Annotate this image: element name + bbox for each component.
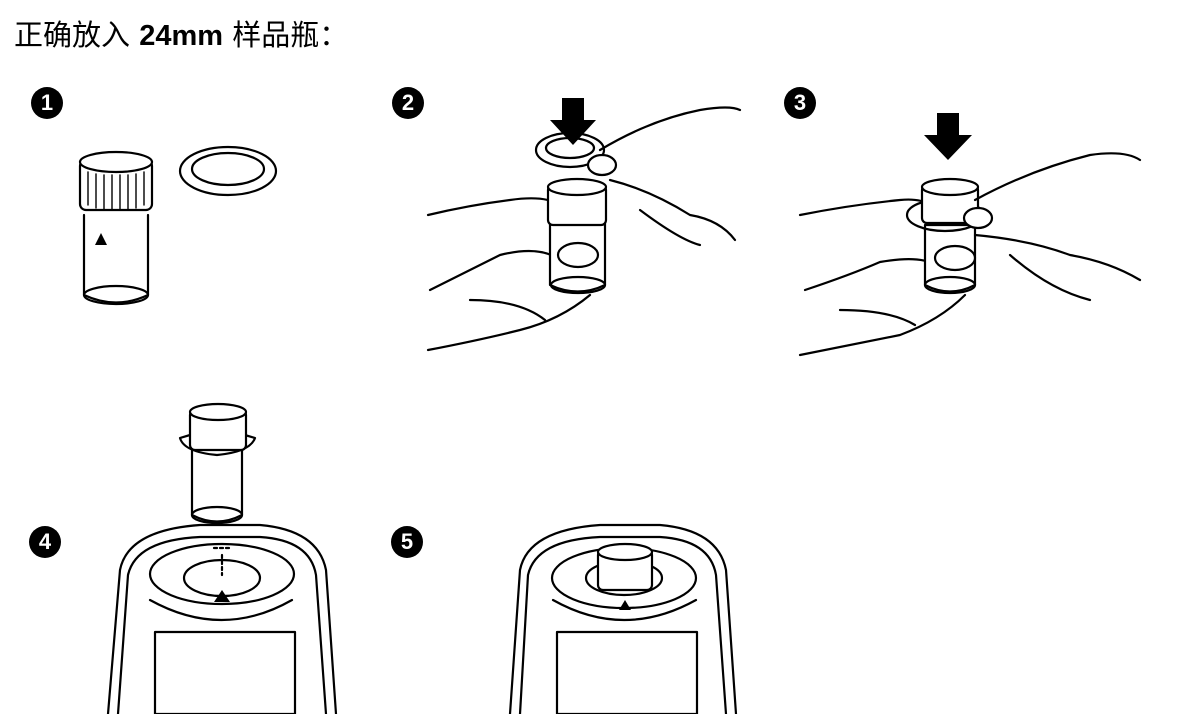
step-5-illustration: [508, 523, 738, 714]
title-suffix: 样品瓶：: [223, 18, 349, 52]
title-vial-size: 24mm: [139, 20, 224, 52]
step-1-ring-illustration: [178, 145, 278, 197]
down-arrow-icon: [550, 98, 596, 145]
step-2-illustration: [426, 98, 742, 352]
vial-mark-triangle-icon: [95, 233, 107, 245]
title-prefix: 正确放入: [14, 18, 140, 52]
step-1-badge: 1: [31, 87, 63, 119]
step-3-illustration: [798, 113, 1142, 357]
step-3-badge: 3: [784, 87, 816, 119]
step-4-illustration: [106, 402, 338, 714]
step-1-vial-illustration: [78, 150, 154, 306]
down-arrow-icon: [924, 113, 972, 160]
step-2-badge: 2: [392, 87, 424, 119]
page-title: 正确放入 24mm 样品瓶：: [14, 12, 348, 54]
step-4-badge: 4: [29, 526, 61, 558]
step-5-badge: 5: [391, 526, 423, 558]
